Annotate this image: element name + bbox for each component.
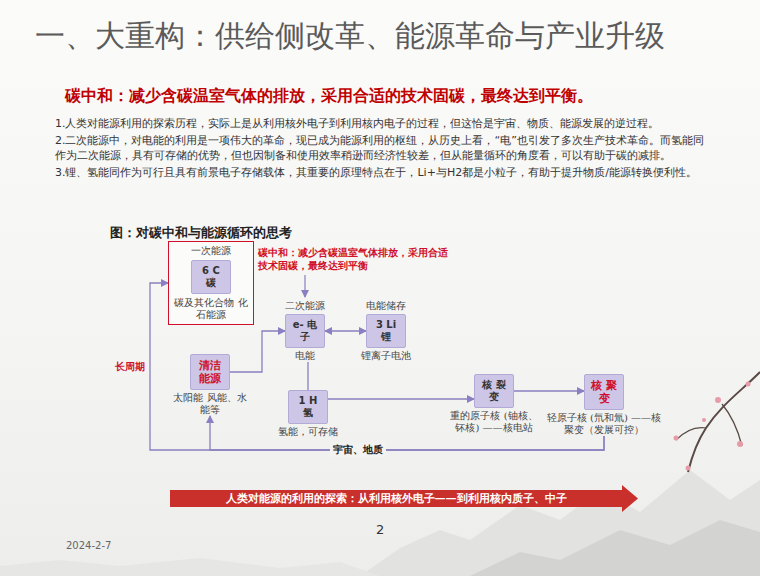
callout-note: 碳中和：减少含碳温室气体排放，采用合适技术固碳，最终达到平衡 xyxy=(258,246,448,272)
ink-mountain xyxy=(360,470,760,576)
clean-energy-node: 清洁 能源太阳能 风能、水能等 xyxy=(170,352,250,416)
plum-branch xyxy=(688,372,760,472)
connector xyxy=(328,398,474,399)
figure-caption: 图：对碳中和与能源循环的思考 xyxy=(110,224,292,242)
element-label: 清洁 能源 xyxy=(190,354,230,390)
element-label: 3 Li 锂 xyxy=(366,314,406,348)
node-text: 碳及其化合物 化石能源 xyxy=(171,297,251,321)
slide-title: 一、大重构：供给侧改革、能源革命与产业升级 xyxy=(35,18,675,54)
node-text: 锂离子电池 xyxy=(352,350,420,362)
element-label: 核 裂变 xyxy=(474,374,514,408)
nested-slot: 6 C 碳 xyxy=(171,260,251,294)
connector xyxy=(307,362,308,390)
element-label: 6 C 碳 xyxy=(191,260,231,294)
ink-mountain xyxy=(470,520,760,576)
connector xyxy=(230,331,285,372)
element-node: 二次能源 e- 电子电能 xyxy=(275,300,335,362)
element-label: e- 电子 xyxy=(285,314,325,348)
loop-label: 宇宙、地质 xyxy=(330,443,386,457)
text-paragraphs: 1.人类对能源利用的探索历程，实际上是从利用核外电子到利用核内电子的过程，但这恰… xyxy=(55,116,710,182)
element-label: 核 聚变 xyxy=(584,374,624,410)
connector xyxy=(210,416,604,450)
connector xyxy=(325,330,366,331)
edge-label: 长周期 xyxy=(115,360,145,374)
connector xyxy=(514,390,584,391)
node-text: 二次能源 xyxy=(275,300,335,312)
paragraph-text: 3.锂、氢能同作为可行且具有前景电子存储载体，其重要的原理特点在于，Li+与H2… xyxy=(55,165,710,180)
element-node: 电能储存 3 Li 锂锂离子电池 xyxy=(352,300,420,362)
fission-node: 核 裂变重的原子核 (铀核、钚核) ——核电站 xyxy=(448,372,540,434)
paragraph-text: 2.二次能源中，对电能的利用是一项伟大的革命，现已成为能源利用的枢纽，从历史上看… xyxy=(55,133,710,163)
element-label: 1 H 氢 xyxy=(288,390,328,424)
node-text: 人类对能源的利用的探索：从利用核外电子——到利用核内质子、中子 xyxy=(170,485,638,512)
element-box: 6 C 碳 xyxy=(191,260,231,294)
date-label: 2024-2-7 xyxy=(66,540,111,551)
primary-energy-box: 一次能源 6 C 碳碳及其化合物 化石能源 xyxy=(168,241,254,325)
node-text: 一次能源 xyxy=(171,245,251,257)
page-number: 2 xyxy=(376,522,384,537)
element-node: 1 H 氢氢能，可存储 xyxy=(272,388,344,438)
node-text: 电能储存 xyxy=(352,300,420,312)
paragraph-text: 1.人类对能源利用的探索历程，实际上是从利用核外电子到利用核内电子的过程，但这恰… xyxy=(55,116,710,131)
node-text: 电能 xyxy=(275,350,335,362)
callout-arrow xyxy=(304,275,305,297)
fusion-node: 核 聚变轻原子核 (氘和氚) ——核聚变（发展可控） xyxy=(542,372,666,436)
plum-branch xyxy=(722,404,742,446)
plum-branch xyxy=(676,428,706,440)
node-text: 氢能，可存储 xyxy=(272,426,344,438)
ink-mountain xyxy=(0,558,380,576)
band-arrow-fill xyxy=(170,485,638,512)
node-text: 轻原子核 (氘和氚) ——核聚变（发展可控） xyxy=(542,412,666,436)
plum-blossoms xyxy=(674,382,751,471)
exploration-arrow-band: 人类对能源的利用的探索：从利用核外电子——到利用核内质子、中子 xyxy=(170,485,638,512)
subtitle: 碳中和：减少含碳温室气体的排放，采用合适的技术固碳，最终达到平衡。 xyxy=(65,86,755,107)
node-text: 太阳能 风能、水能等 xyxy=(170,392,250,416)
node-text: 重的原子核 (铀核、钚核) ——核电站 xyxy=(448,410,540,434)
